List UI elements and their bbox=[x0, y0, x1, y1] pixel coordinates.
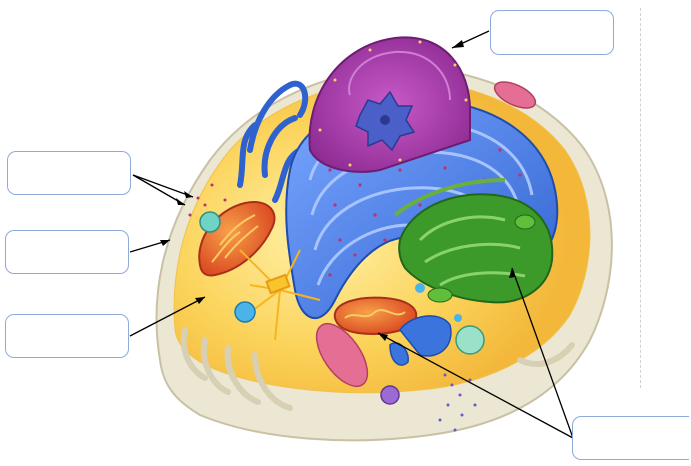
vesicle bbox=[381, 386, 399, 404]
page-divider bbox=[640, 8, 641, 388]
label-box-cytoplasm[interactable] bbox=[5, 314, 129, 358]
vesicle bbox=[235, 302, 255, 322]
vesicle bbox=[454, 314, 462, 322]
vesicle bbox=[456, 326, 484, 354]
vesicle bbox=[415, 283, 425, 293]
label-box-ribosomes[interactable] bbox=[7, 151, 131, 195]
label-box-cell-membrane[interactable] bbox=[5, 230, 129, 274]
label-box-organelle[interactable] bbox=[572, 416, 689, 460]
vesicle bbox=[200, 212, 220, 232]
label-box-nucleus[interactable] bbox=[490, 10, 614, 55]
